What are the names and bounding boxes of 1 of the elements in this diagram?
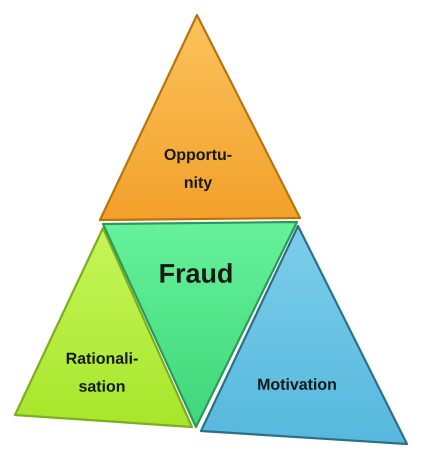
triangle: Opportu- nity <box>98 14 302 222</box>
